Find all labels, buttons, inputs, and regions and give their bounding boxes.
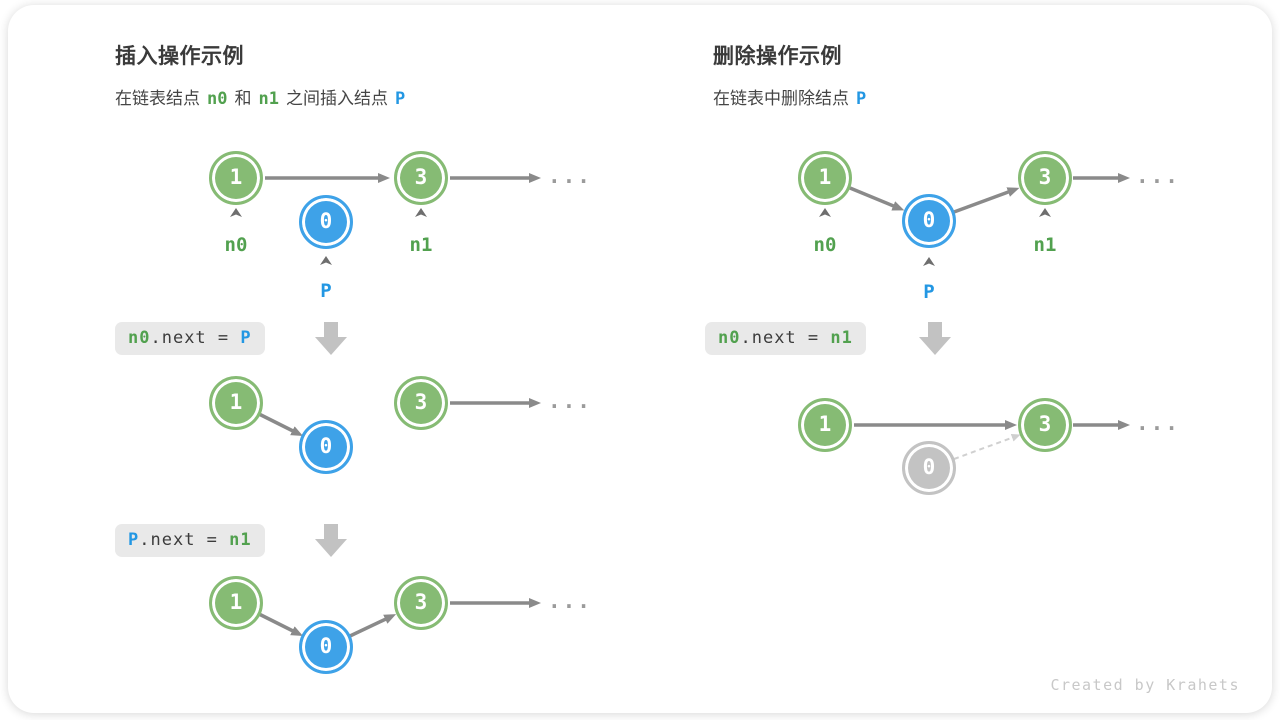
insert-subtitle: 在链表结点 n0 和 n1 之间插入结点 P	[115, 84, 412, 109]
delete-row1-node-0: 0	[902, 194, 956, 248]
delete-title: 删除操作示例	[713, 45, 842, 68]
insert-row2-ellipsis: ...	[548, 389, 592, 413]
pointer-caret-icons	[230, 208, 1051, 266]
delete-row1-node-3: 3	[1018, 151, 1072, 205]
insert-subtitle-p: P	[394, 89, 406, 109]
down-arrow-icon	[315, 524, 347, 557]
insert-row1-node-3: 3	[394, 151, 448, 205]
caret-up-icon	[1039, 208, 1051, 217]
insert-row3-node-3: 3	[394, 576, 448, 630]
down-arrow-icon	[919, 322, 951, 355]
code-token-n1: n1	[830, 328, 853, 348]
code-token-p: P	[128, 530, 140, 550]
delete-row2-node-1: 1	[798, 398, 852, 452]
insert-label-n0: n0	[224, 234, 248, 256]
code-token-next: .next =	[150, 328, 241, 348]
delete-label-p: P	[923, 281, 935, 303]
credit-text: Created by Krahets	[1050, 676, 1240, 694]
insert-subtitle-n0: n0	[207, 89, 228, 109]
insert-label-n1: n1	[409, 234, 433, 256]
insert-row3-node-1: 1	[209, 576, 263, 630]
insert-row3-node-0: 0	[299, 620, 353, 674]
down-arrow-icon	[315, 322, 347, 355]
code-token-p: P	[240, 328, 252, 348]
delete-row2-node-3: 3	[1018, 398, 1072, 452]
code-token-n0: n0	[128, 328, 151, 348]
insert-subtitle-text-3: 之间插入结点	[285, 89, 388, 108]
insert-subtitle-text-1: 在链表结点	[115, 89, 200, 108]
delete-row2-node-0-removed: 0	[902, 441, 956, 495]
insert-subtitle-n1: n1	[258, 89, 279, 109]
delete-label-n1: n1	[1033, 234, 1057, 256]
insert-subtitle-text-2: 和	[234, 89, 252, 108]
code-token-next: .next =	[740, 328, 831, 348]
delete-subtitle-text-1: 在链表中删除结点	[713, 89, 849, 108]
deleted-node-dashed-arrow	[953, 433, 1021, 460]
insert-row1-node-0: 0	[299, 195, 353, 249]
code-token-n0: n0	[718, 328, 741, 348]
step-down-arrow-icons	[315, 322, 951, 557]
caret-up-icon	[230, 208, 242, 217]
delete-subtitle-p: P	[856, 89, 867, 109]
delete-row1-node-1: 1	[798, 151, 852, 205]
insert-row1-ellipsis: ...	[548, 164, 592, 188]
insert-label-p: P	[320, 280, 332, 302]
insert-row3-arrows	[258, 598, 541, 638]
delete-row2-ellipsis: ...	[1136, 411, 1180, 435]
caret-up-icon	[415, 208, 427, 217]
insert-code-step1: n0.next = P	[115, 322, 265, 355]
delete-label-n0: n0	[813, 234, 837, 256]
caret-up-icon	[923, 257, 935, 266]
insert-row1-node-1: 1	[209, 151, 263, 205]
insert-row2-node-0: 0	[299, 420, 353, 474]
insert-row3-ellipsis: ...	[548, 589, 592, 613]
caret-up-icon	[819, 208, 831, 217]
code-token-next: .next =	[139, 530, 230, 550]
insert-code-step2: P.next = n1	[115, 524, 265, 557]
delete-row1-arrows	[849, 173, 1130, 214]
delete-code-step1: n0.next = n1	[705, 322, 866, 355]
insert-row2-node-3: 3	[394, 376, 448, 430]
insert-title: 插入操作示例	[115, 45, 244, 68]
insert-row2-arrows	[258, 398, 541, 437]
caret-up-icon	[320, 256, 332, 265]
insert-row2-node-1: 1	[209, 376, 263, 430]
delete-subtitle: 在链表中删除结点 P	[713, 84, 873, 109]
delete-row1-ellipsis: ...	[1136, 164, 1180, 188]
code-token-n1: n1	[229, 530, 252, 550]
